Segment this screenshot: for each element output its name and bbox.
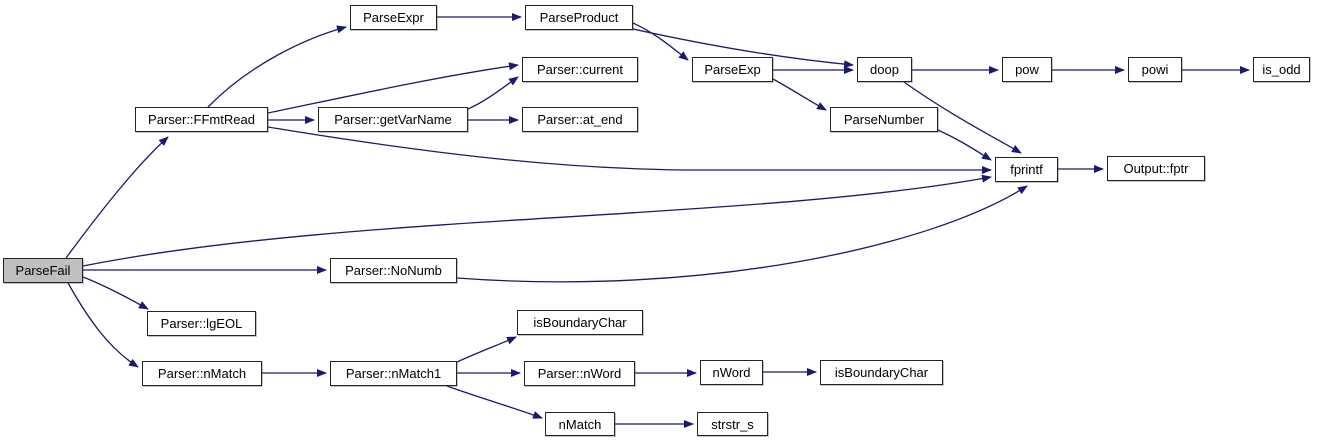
edge-parsefail-fprintf bbox=[82, 174, 992, 267]
node-getvarname[interactable]: Parser::getVarName bbox=[318, 107, 468, 132]
node-pow[interactable]: pow bbox=[1002, 57, 1052, 82]
edge-parseproduct-parseexp bbox=[632, 22, 689, 61]
node-strstrs[interactable]: strstr_s bbox=[697, 412, 768, 436]
node-parseexpr[interactable]: ParseExpr bbox=[350, 5, 437, 30]
node-atend[interactable]: Parser::at_end bbox=[522, 107, 638, 132]
edge-parseexp-parsenumber bbox=[772, 78, 827, 111]
node-nwordp[interactable]: Parser::nWord bbox=[524, 361, 635, 386]
edge-ffmtread-parseexpr bbox=[207, 25, 347, 108]
edge-ffmtread-current bbox=[267, 62, 519, 114]
edge-parsefail-ffmtread bbox=[65, 136, 169, 259]
node-outputfptr[interactable]: Output::fptr bbox=[1107, 156, 1205, 181]
edge-nonumb-fprintf bbox=[456, 185, 1028, 283]
node-parsenumber[interactable]: ParseNumber bbox=[830, 107, 938, 132]
node-nonumb[interactable]: Parser::NoNumb bbox=[330, 258, 457, 283]
node-isboundarychar[interactable]: isBoundaryChar bbox=[517, 310, 643, 335]
edge-ffmtread-fprintf bbox=[267, 126, 992, 174]
node-powi[interactable]: powi bbox=[1128, 57, 1182, 82]
edge-parsefail-nmatchp bbox=[67, 282, 139, 368]
node-nmatchp[interactable]: Parser::nMatch bbox=[142, 361, 262, 386]
node-ffmtread[interactable]: Parser::FFmtRead bbox=[135, 107, 268, 132]
node-nmatch[interactable]: nMatch bbox=[545, 412, 615, 436]
node-parseexp[interactable]: ParseExp bbox=[692, 57, 773, 82]
node-parseproduct[interactable]: ParseProduct bbox=[525, 5, 633, 30]
edge-parsefail-lgeol bbox=[82, 276, 149, 310]
edge-parseproduct-doop bbox=[632, 28, 854, 69]
node-fprintf[interactable]: fprintf bbox=[995, 157, 1058, 182]
node-nmatch1[interactable]: Parser::nMatch1 bbox=[330, 361, 457, 386]
node-isboundarychar2[interactable]: isBoundaryChar bbox=[820, 360, 943, 385]
node-isodd[interactable]: is_odd bbox=[1253, 57, 1310, 82]
node-parsefail[interactable]: ParseFail bbox=[3, 258, 83, 283]
node-nword[interactable]: nWord bbox=[700, 360, 763, 385]
edge-doop-fprintf bbox=[903, 81, 1022, 154]
edge-parsenumber-fprintf bbox=[937, 129, 992, 161]
edge-nmatch1-isboundarychar bbox=[456, 336, 517, 363]
edge-getvarname-current bbox=[467, 76, 519, 110]
node-doop[interactable]: doop bbox=[857, 57, 912, 82]
node-lgeol[interactable]: Parser::lgEOL bbox=[147, 311, 256, 336]
edge-nmatch1-nmatch bbox=[446, 385, 543, 419]
node-current[interactable]: Parser::current bbox=[522, 57, 638, 82]
